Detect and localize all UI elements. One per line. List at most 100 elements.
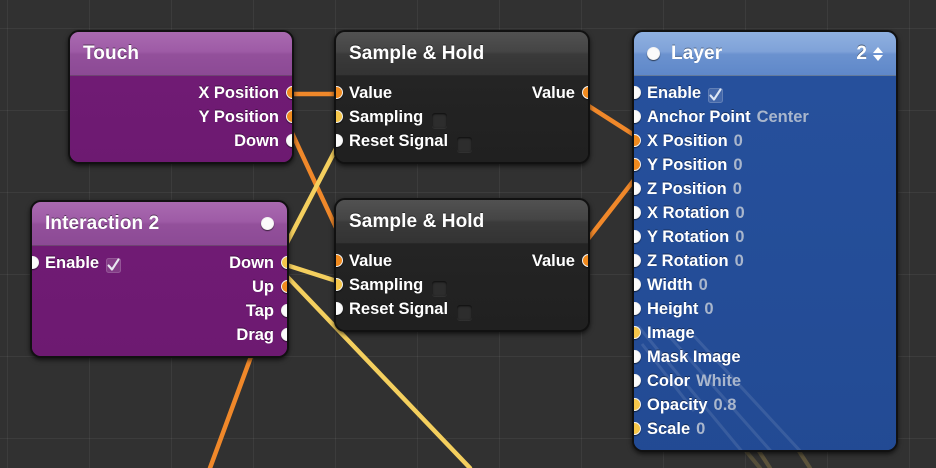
port-row-sh2-value[interactable]: Value Value	[336, 249, 588, 273]
port-row-y-position[interactable]: Y Position	[70, 105, 292, 129]
node-interaction-2-header[interactable]: Interaction 2	[32, 202, 287, 246]
port-row-sh1-reset[interactable]: Reset Signal	[336, 129, 588, 153]
port-label-layer-x-rotation: X Rotation	[647, 203, 730, 222]
input-port-sh2-value[interactable]	[336, 254, 343, 267]
output-port-interaction-down[interactable]	[280, 256, 287, 269]
port-row-up[interactable]: Up	[32, 275, 287, 299]
output-port-drag[interactable]	[280, 328, 287, 341]
output-port-sh1-value[interactable]	[581, 86, 588, 99]
node-sample-hold-2-body: Value Value Sampling Reset Signal	[336, 244, 588, 330]
layer-enable-checkbox[interactable]	[708, 87, 724, 103]
port-row-sh2-reset[interactable]: Reset Signal	[336, 297, 588, 321]
output-port-up[interactable]	[280, 280, 287, 293]
input-port-layer-opacity[interactable]	[634, 398, 641, 411]
layer-index-value: 2	[856, 42, 867, 64]
sh2-sampling-toggle[interactable]	[432, 280, 448, 296]
port-row-layer-enable[interactable]: Enable	[634, 81, 896, 105]
port-row-layer-mask-image[interactable]: Mask Image	[634, 345, 896, 369]
stepper-down-icon[interactable]	[873, 54, 883, 61]
port-row-sh2-sampling[interactable]: Sampling	[336, 273, 588, 297]
input-port-layer-image[interactable]	[634, 326, 641, 339]
input-port-layer-y-rotation[interactable]	[634, 230, 641, 243]
port-row-x-position[interactable]: X Position	[70, 81, 292, 105]
port-label-layer-scale: Scale	[647, 419, 691, 438]
port-row-down[interactable]: Down	[70, 129, 292, 153]
port-value-layer-anchor-point: Center	[756, 107, 809, 126]
layer-index-stepper[interactable]: 2	[856, 43, 883, 65]
input-port-layer-z-rotation[interactable]	[634, 254, 641, 267]
node-sample-hold-1-body: Value Value Sampling Reset Signal	[336, 76, 588, 162]
port-row-sh1-value[interactable]: Value Value	[336, 81, 588, 105]
node-layer-header[interactable]: Layer 2	[634, 32, 896, 76]
enable-checkbox[interactable]	[106, 257, 122, 273]
sh1-reset-toggle[interactable]	[457, 136, 473, 152]
input-port-layer-color[interactable]	[634, 374, 641, 387]
input-port-layer-x-position[interactable]	[634, 134, 641, 147]
port-label-layer-anchor-point: Anchor Point	[647, 107, 751, 126]
node-interaction-2-title: Interaction 2	[45, 212, 160, 234]
output-port-down[interactable]	[285, 134, 292, 147]
node-sample-hold-2[interactable]: Sample & Hold Value Value Sampling	[334, 198, 590, 332]
sh1-sampling-toggle[interactable]	[432, 112, 448, 128]
node-sample-hold-2-header[interactable]: Sample & Hold	[336, 200, 588, 244]
input-port-layer-width[interactable]	[634, 278, 641, 291]
output-port-y-position[interactable]	[285, 110, 292, 123]
stepper-arrows[interactable]	[873, 46, 883, 61]
port-row-drag[interactable]: Drag	[32, 323, 287, 347]
input-port-sh1-value[interactable]	[336, 86, 343, 99]
output-port-sh2-value[interactable]	[581, 254, 588, 267]
input-port-layer-anchor-point[interactable]	[634, 110, 641, 123]
port-label-layer-image: Image	[647, 323, 695, 342]
port-value-layer-color: White	[696, 371, 742, 390]
node-sample-hold-1-title: Sample & Hold	[349, 42, 485, 64]
input-port-enable[interactable]	[32, 256, 39, 269]
port-row-layer-image[interactable]: Image	[634, 321, 896, 345]
node-touch[interactable]: Touch X Position Y Position Down	[68, 30, 294, 164]
node-sample-hold-2-title: Sample & Hold	[349, 210, 485, 232]
output-port-tap[interactable]	[280, 304, 287, 317]
node-layer-header-port[interactable]	[647, 47, 660, 60]
input-port-layer-x-rotation[interactable]	[634, 206, 641, 219]
port-label-sh1-value-in: Value	[349, 83, 393, 102]
node-interaction-2-header-port[interactable]	[261, 217, 274, 230]
port-label-sh1-value-out: Value	[531, 83, 575, 102]
node-sample-hold-1-header[interactable]: Sample & Hold	[336, 32, 588, 76]
port-label-layer-x-position: X Position	[647, 131, 728, 150]
input-port-layer-mask-image[interactable]	[634, 350, 641, 363]
stepper-up-icon[interactable]	[873, 46, 883, 53]
input-port-layer-scale[interactable]	[634, 422, 641, 435]
input-port-sh2-reset-signal[interactable]	[336, 302, 343, 315]
port-label-x-position: X Position	[198, 83, 279, 102]
input-port-layer-enable[interactable]	[634, 86, 641, 99]
node-interaction-2[interactable]: Interaction 2 Enable Down	[30, 200, 289, 358]
node-sample-hold-1[interactable]: Sample & Hold Value Value Sampling	[334, 30, 590, 164]
input-port-sh1-sampling[interactable]	[336, 110, 343, 123]
port-row-tap[interactable]: Tap	[32, 299, 287, 323]
input-port-layer-height[interactable]	[634, 302, 641, 315]
sh2-reset-toggle[interactable]	[457, 304, 473, 320]
output-port-x-position[interactable]	[285, 86, 292, 99]
input-port-sh2-sampling[interactable]	[336, 278, 343, 291]
input-port-sh1-reset-signal[interactable]	[336, 134, 343, 147]
input-port-layer-z-position[interactable]	[634, 182, 641, 195]
input-port-layer-y-position[interactable]	[634, 158, 641, 171]
port-row-layer-anchor-point[interactable]: Anchor Point Center	[634, 105, 896, 129]
node-touch-header[interactable]: Touch	[70, 32, 292, 76]
port-label-y-position: Y Position	[198, 107, 279, 126]
port-row-sh1-sampling[interactable]: Sampling	[336, 105, 588, 129]
port-row-enable-down[interactable]: Enable Down	[32, 251, 287, 275]
